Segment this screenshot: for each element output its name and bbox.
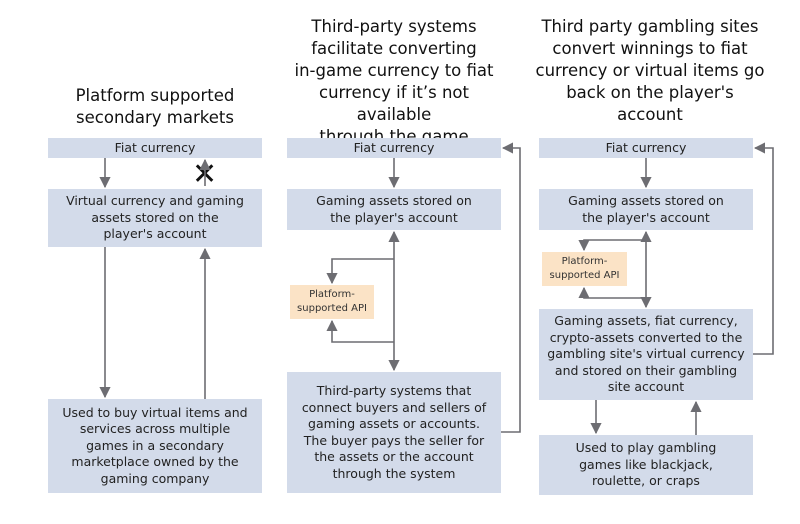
title-line: Third party gambling sites [541,17,759,36]
title-line: in-game currency to fiat [294,61,494,80]
column-3-gambling-games-box: Used to play gambling games like blackja… [539,435,753,495]
title-line: facilitate converting [311,39,477,58]
arrow-gambling-to-fiat [753,142,774,355]
title-line: secondary markets [76,108,234,127]
column-1-title: Platform supported secondary markets [48,85,262,129]
arrow-from-api [578,286,646,299]
column-3-title: Third party gambling sites convert winni… [530,16,770,126]
column-3-gambling-site-account-box: Gaming assets, fiat currency, crypto-ass… [539,309,753,400]
api-label-line: Platform- [561,256,608,267]
title-line: Platform supported [75,86,235,105]
column-1-secondary-market-box: Used to buy virtual items and services a… [48,399,262,493]
column-3-gaming-assets-box: Gaming assets stored on the player's acc… [539,189,753,230]
title-line: Third-party systems [311,17,477,36]
arrow-from-api [326,319,394,343]
column-2-gaming-assets-box: Gaming assets stored on the player's acc… [287,189,501,230]
api-label-line: supported API [549,270,620,281]
column-2-fiat-currency-box: Fiat currency [287,138,501,158]
arrow-to-api [578,239,646,252]
title-line: currency or virtual items go [535,61,765,80]
column-2-third-party-systems-box: Third-party systems that connect buyers … [287,372,501,493]
title-line: convert winnings to fiat [552,39,748,58]
title-line: back on the player's [566,83,734,102]
column-2-platform-api-box: Platform- supported API [290,285,374,319]
arrow-thirdparty-to-fiat [501,142,521,433]
column-3-fiat-currency-box: Fiat currency [539,138,753,158]
api-label-line: supported API [297,303,367,314]
column-1-fiat-currency-box: Fiat currency [48,138,262,158]
api-label-line: Platform- [309,289,355,300]
column-1-virtual-assets-box: Virtual currency and gaming assets store… [48,189,262,247]
column-3-platform-api-box: Platform- supported API [542,252,627,286]
title-line: account [617,105,683,124]
title-line: currency if it’s not available [319,83,469,124]
arrow-to-api [326,258,394,285]
